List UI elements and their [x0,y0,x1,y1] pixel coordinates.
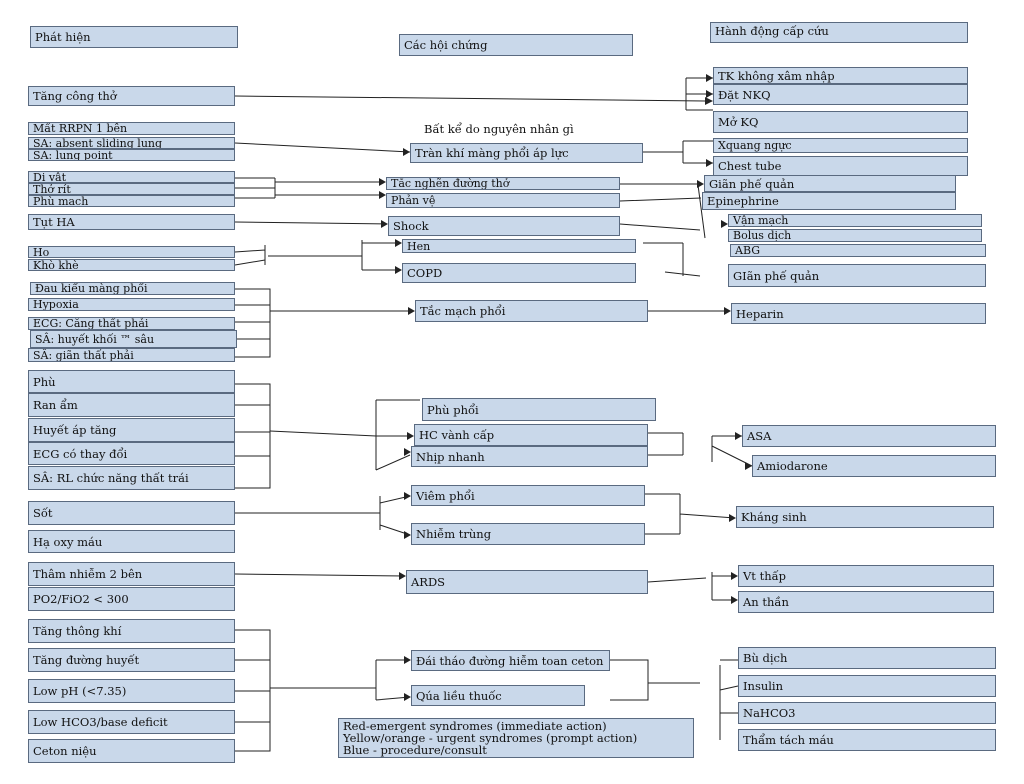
action-sedation: An thần [738,591,994,613]
finding-foreign-body: Dị vật [28,171,235,183]
syndrome-anaphylaxis: Phản vệ [386,193,620,208]
note-any-cause: Bất kể do nguyên nhân gì [424,122,574,136]
legend: Red-emergent syndromes (immediate action… [338,718,694,758]
action-chest-tube: Chest tube [713,156,968,176]
finding-hyperventilation: Tăng thông khí [28,619,235,643]
finding-ecg-changes: ECG có thay đổi [28,442,235,465]
action-abg: ABG [730,244,986,257]
finding-bilateral-infiltrates: Thâm nhiễm 2 bên [28,562,235,586]
action-dialysis: Thẩm tách máu [738,729,996,751]
action-tracheostomy: Mở KQ [713,111,968,133]
finding-ecg-rv-strain: ECG: Căng thất phải [28,317,235,330]
action-fluid-replacement: Bù dịch [738,647,996,669]
action-heparin: Heparin [731,303,986,324]
action-antibiotics: Kháng sinh [736,506,994,528]
action-insulin: Insulin [738,675,996,697]
finding-us-dvt: SÂ: huyết khối ™ sâu [30,330,237,348]
finding-wheeze: Khò khè [28,259,235,271]
action-niv: TK không xâm nhập [713,67,968,84]
finding-fever: Sốt [28,501,235,525]
syndrome-asthma: Hen [402,239,636,253]
action-bronchodilator-2: GIãn phế quản [728,264,986,287]
legend-red: Red-emergent syndromes (immediate action… [343,719,607,733]
finding-rales: Ran ẩm [28,393,235,417]
finding-ketonuria: Ceton niệu [28,739,235,763]
header-syndromes: Các hội chứng [399,34,633,56]
finding-low-ph: Low pH (<7.35) [28,679,235,703]
action-nahco3: NaHCO3 [738,702,996,724]
action-bronchodilator-1: Giãn phế quản [704,175,956,192]
syndrome-infection: Nhiễm trùng [411,523,645,545]
finding-angioedema: Phù mạch [28,195,235,207]
action-vasopressor: Vận mạch [728,214,982,227]
finding-hypoxia: Hypoxia [28,298,235,311]
header-detection: Phát hiện [30,26,238,48]
finding-hypoxemia: Hạ oxy máu [28,530,235,553]
syndrome-pulmonary-edema: Phù phổi [422,398,656,421]
syndrome-acs: HC vành cấp [414,424,648,446]
syndrome-tachycardia: Nhịp nhanh [411,446,648,467]
legend-blue: Blue - procedure/consult [343,743,487,757]
finding-us-lung-point: SÂ: lung point [28,149,235,161]
syndrome-ards: ARDS [406,570,648,594]
finding-stridor: Thở rít [28,183,235,195]
finding-low-hco3: Low HCO3/base deficit [28,710,235,734]
syndrome-pneumonia: Viêm phổi [411,485,645,506]
syndrome-airway-obstruction: Tắc nghẽn đường thở [386,177,620,190]
action-amiodarone: Amiodarone [752,455,996,477]
syndrome-dka: Đái tháo đường hiễm toan ceton [411,650,610,671]
finding-cough: Ho [28,246,235,258]
syndrome-shock: Shock [388,216,620,236]
syndrome-pulmonary-embolism: Tắc mạch phổi [415,300,648,322]
finding-us-lv-dysfunction: SÂ: RL chức năng thất trái [28,466,235,490]
action-low-vt: Vt thấp [738,565,994,587]
finding-hyperglycemia: Tăng đường huyết [28,648,235,672]
finding-unilateral-breath-sounds-loss: Mất RRPN 1 bên [28,122,235,135]
action-epinephrine: Epinephrine [702,192,956,210]
action-intubation: Đặt NKQ [713,84,968,105]
finding-hypotension: Tụt HA [28,214,235,230]
syndrome-copd: COPD [402,263,636,283]
finding-us-rv-dilation: SÂ: giãn thất phải [28,348,235,362]
syndrome-overdose: Qúa liều thuốc [411,685,585,706]
finding-us-absent-sliding-lung: SÂ: absent sliding lung [28,137,235,149]
action-fluid-bolus: Bolus dịch [728,229,982,242]
action-asa: ASA [742,425,996,447]
legend-yellow: Yellow/orange - urgent syndromes (prompt… [343,731,638,745]
finding-hypertension: Huyết áp tăng [28,418,235,442]
syndrome-tension-pneumothorax: Tràn khí màng phổi áp lực [410,143,643,163]
finding-edema: Phù [28,370,235,393]
action-cxr: Xquang ngực [713,138,968,153]
header-actions: Hành động cấp cứu [710,22,968,43]
finding-pleuritic-pain: Đau kiểu màng phổi [30,282,235,295]
finding-work-of-breathing: Tăng công thở [28,86,235,106]
finding-pf-ratio: PO2/FiO2 < 300 [28,587,235,611]
